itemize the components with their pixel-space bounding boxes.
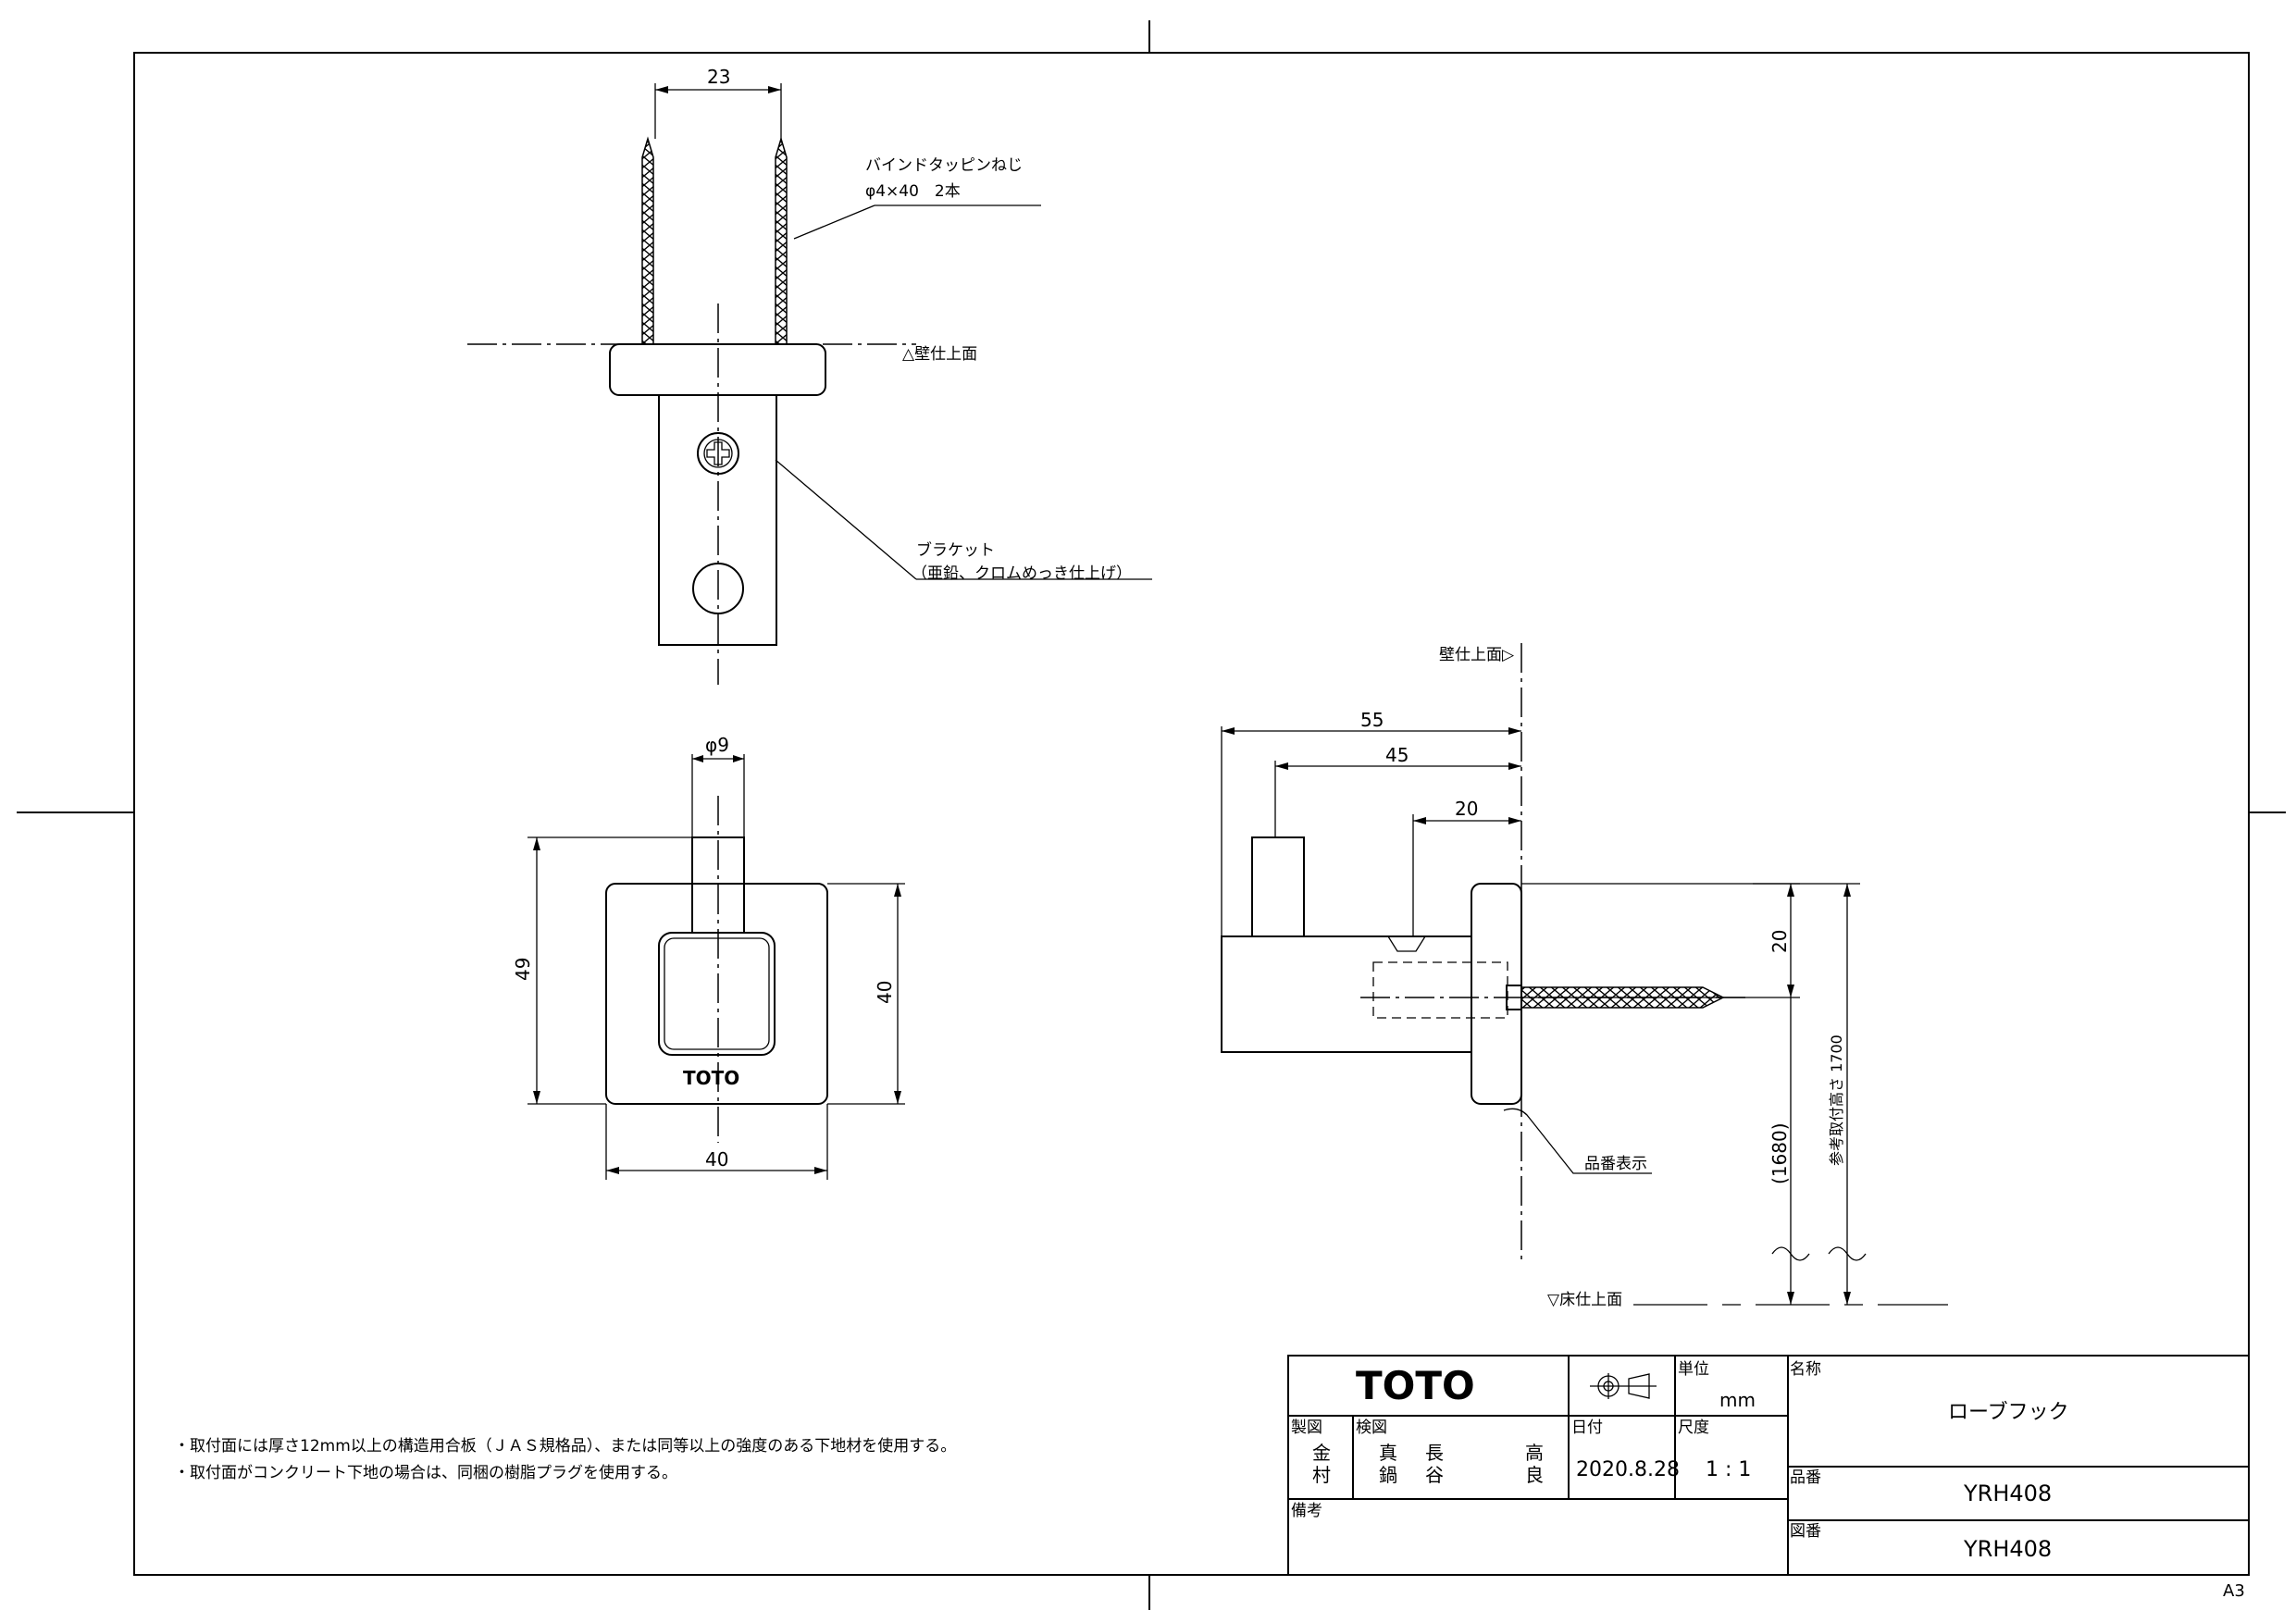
note-1: ・取付面には厚さ12mm以上の構造用合板（ＪＡＳ規格品）、または同等以上の強度の… [174,1436,956,1456]
notes: ・取付面には厚さ12mm以上の構造用合板（ＪＡＳ規格品）、または同等以上の強度の… [174,1436,956,1482]
drawing-label: 図番 [1790,1522,1821,1541]
front-view: TOTO φ9 49 40 40 [512,734,905,1180]
dim-depth-screw: 20 [1455,798,1478,820]
break-symbol-2 [1828,1246,1867,1261]
dim-mount-height: 参考取付高さ 1700 [1828,1035,1845,1166]
set-screw [1386,935,1427,952]
part-value: YRH408 [1963,1481,2052,1506]
square-recess [658,932,776,1056]
check-label: 検図 [1356,1419,1387,1437]
dim-depth-hook: 45 [1385,744,1409,766]
company-logo: TOTO [1356,1363,1475,1408]
product-name: ローブフック [1948,1401,2069,1424]
side-view: 壁仕上面▷ 55 45 20 20 (168 [1221,643,1948,1309]
check-name-2: 長 [1425,1442,1444,1464]
centering-marks [17,20,2286,1610]
unit-value: mm [1719,1389,1756,1411]
date-label: 日付 [1571,1419,1603,1437]
screw-label-1: バインドタッピンねじ [865,156,1023,175]
check-name-3: 鍋 [1379,1464,1397,1486]
dim-screw-spacing: 23 [707,66,730,88]
break-symbol-1 [1771,1246,1810,1261]
name-label: 名称 [1790,1360,1821,1379]
wall-label-top: △壁仕上面 [902,345,977,364]
wall-label-side: 壁仕上面▷ [1439,646,1515,664]
base-side [1471,883,1522,1105]
screw-left [641,136,654,345]
part-label: 品番 [1790,1468,1821,1487]
model-label: 品番表示 [1584,1155,1647,1173]
sheet-size-label: A3 [2223,1581,2245,1601]
sheet-border [133,52,2250,1576]
drawing-value: YRH408 [1963,1536,2052,1562]
logo-front: TOTO [683,1067,739,1089]
date-value: 2020.8.28 [1576,1458,1680,1481]
dim-height-floor: (1680) [1769,1122,1791,1184]
top-view: 23 バインドタッピンねじ φ4×40 2本 △壁仕上面 ブラケット （亜鉛、ク… [467,66,1152,685]
dim-total-height: 49 [512,958,534,981]
floor-label: ▽床仕上面 [1547,1291,1622,1309]
scale-label: 尺度 [1678,1419,1709,1437]
check-name-4: 谷 [1425,1464,1444,1486]
check-name-1: 真 [1379,1442,1397,1464]
dim-depth-total: 55 [1360,709,1384,731]
title-block: TOTO 単位 mm 名称 ローブフック 製図 金 村 検図 真 長 鍋 谷 高… [1287,1355,2250,1576]
check-name-5: 高 [1525,1442,1544,1464]
bracket-label-1: ブラケット [916,540,995,560]
projection-symbol-icon [1590,1373,1657,1399]
remarks-label: 備考 [1291,1502,1322,1520]
screw-label-2: φ4×40 2本 [865,182,961,201]
dim-plate-height: 40 [874,981,896,1004]
hidden-screw-hole [1372,961,1508,1019]
note-2: ・取付面がコンクリート下地の場合は、同梱の樹脂プラグを使用する。 [174,1463,677,1482]
bracket-label-2: （亜鉛、クロムめっき仕上げ） [912,564,1132,583]
dim-plate-width: 40 [705,1148,728,1171]
made-name-2: 村 [1312,1464,1331,1486]
phillips-cross-icon [706,441,730,465]
hook-tip-side [1251,836,1305,937]
dim-screw-height: 20 [1769,930,1791,953]
dim-diameter: φ9 [705,734,729,756]
unit-label: 単位 [1678,1360,1709,1379]
arm-side [1221,935,1472,1053]
plate-front [605,883,828,1105]
check-name-6: 良 [1525,1464,1544,1486]
screw-right [775,136,788,345]
scale-value: 1 : 1 [1706,1458,1751,1481]
made-label: 製図 [1291,1419,1322,1437]
made-name-1: 金 [1312,1442,1331,1464]
